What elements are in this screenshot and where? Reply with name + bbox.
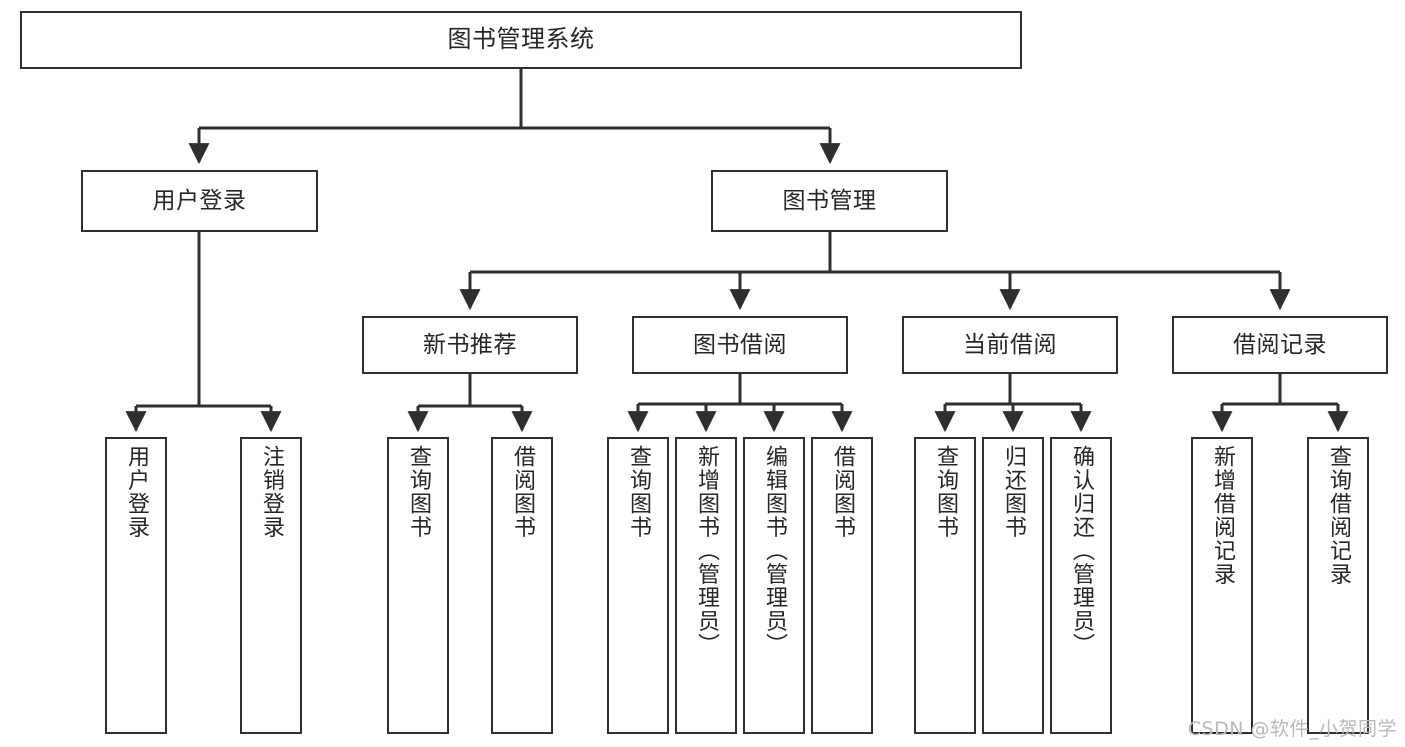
node-leaf-add-borrow-record[interactable]: 新增借阅记录 [1191,437,1253,734]
node-label: 图书借阅 [693,331,787,358]
node-leaf-query-borrow-record[interactable]: 查询借阅记录 [1307,437,1369,734]
node-root-system[interactable]: 图书管理系统 [20,11,1022,69]
node-leaf-confirm-return-admin[interactable]: 确认归还（管理员） [1050,437,1112,734]
node-leaf-edit-book-admin[interactable]: 编辑图书（管理员） [743,437,805,734]
node-book-management[interactable]: 图书管理 [711,170,948,232]
node-leaf-return-book[interactable]: 归还图书 [982,437,1044,734]
node-leaf-logout[interactable]: 注销登录 [240,437,302,734]
node-label: 确认归还（管理员） [1069,445,1094,657]
node-label: 归还图书 [1001,445,1026,539]
node-leaf-borrow-book-recommend[interactable]: 借阅图书 [491,437,553,734]
watermark: CSDN @软件_小贺同学 [1187,718,1397,740]
node-label: 查询图书 [626,445,651,539]
node-label: 注销登录 [259,445,284,539]
node-label: 查询借阅记录 [1326,445,1351,586]
node-label: 新增图书（管理员） [694,445,719,657]
node-leaf-add-book-admin[interactable]: 新增图书（管理员） [675,437,737,734]
node-leaf-borrow-book[interactable]: 借阅图书 [811,437,873,734]
node-label: 借阅图书 [830,445,855,539]
node-label: 编辑图书（管理员） [762,445,787,657]
node-book-borrow[interactable]: 图书借阅 [632,316,848,374]
node-borrow-records[interactable]: 借阅记录 [1172,316,1388,374]
node-label: 查询图书 [406,445,431,539]
node-label: 用户登录 [124,445,149,539]
node-label: 当前借阅 [963,331,1057,358]
node-leaf-query-book-recommend[interactable]: 查询图书 [387,437,449,734]
node-label: 图书管理系统 [447,25,595,54]
node-label: 图书管理 [782,187,877,214]
node-label: 用户登录 [152,187,247,214]
node-label: 新增借阅记录 [1210,445,1235,586]
node-leaf-query-book-borrow[interactable]: 查询图书 [607,437,669,734]
node-leaf-user-login[interactable]: 用户登录 [105,437,167,734]
node-label: 新书推荐 [423,331,517,358]
node-label: 借阅记录 [1233,331,1327,358]
node-new-book-recommend[interactable]: 新书推荐 [362,316,578,374]
node-user-login[interactable]: 用户登录 [81,170,318,232]
node-leaf-query-book-current[interactable]: 查询图书 [914,437,976,734]
node-label: 查询图书 [933,445,958,539]
node-label: 借阅图书 [510,445,535,539]
node-current-borrow[interactable]: 当前借阅 [902,316,1118,374]
